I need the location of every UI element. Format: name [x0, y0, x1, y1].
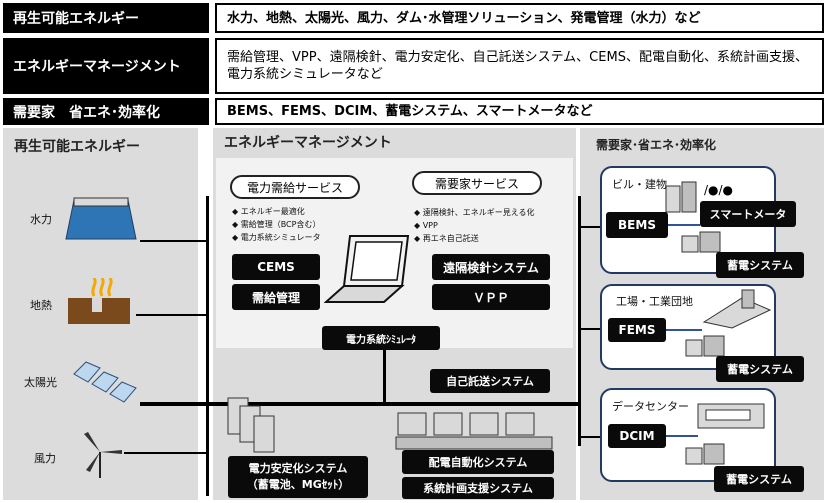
meter-icon: /●/●	[704, 183, 734, 197]
consumer-bullet-list: ◆ 遠隔検針、エネルギー見える化 ◆ VPP ◆ 再エネ自己託送	[414, 206, 534, 245]
factory-title: 工場・工業団地	[616, 295, 693, 308]
header-desc-consumer: BEMS、FEMS、DCIM、蓄電システム、スマートメータなど	[215, 98, 824, 125]
remote-meter-box: 遠隔検針システム	[432, 254, 550, 280]
label-solar: 太陽光	[24, 376, 57, 389]
consumer-bullet: ◆ 遠隔検針、エネルギー見える化	[414, 208, 535, 217]
stabilization-box: 電力安定化システム （蓄電池、MGｾｯﾄ）	[228, 456, 368, 498]
main-horizontal-bus	[140, 402, 582, 406]
laptop-icon	[324, 235, 410, 303]
planning-box: 系統計画支援システム	[402, 477, 554, 499]
datacenter-storage-box: 蓄電システム	[714, 466, 804, 492]
factory-icon	[702, 289, 772, 329]
energy-mgmt-panel-title: エネルギーマネージメント	[224, 135, 392, 151]
consumer-bullet: ◆ 再エネ自己託送	[414, 234, 479, 243]
connector-geothermal	[136, 314, 208, 316]
supply-bullet-list: ◆ エネルギー最適化 ◆ 需給管理（BCP含む） ◆ 電力系統シミュレータ	[232, 205, 321, 244]
fems-box: FEMS	[608, 318, 666, 342]
wind-turbine-icon	[84, 432, 122, 478]
solar-panel-icon	[73, 361, 137, 403]
renewable-panel-title: 再生可能エネルギー	[14, 139, 140, 155]
consumer-panel-title: 需要家･省エネ･効率化	[596, 138, 717, 152]
bems-box: BEMS	[606, 212, 668, 238]
server-rack-icon	[227, 397, 275, 453]
header-desc-renewable: 水力、地熱、太陽光、風力、ダム･水管理ソリューション、発電管理（水力）など	[215, 3, 824, 33]
simulator-box: 電力系統ｼﾐｭﾚｰﾀ	[322, 326, 440, 350]
datacenter-title: データセンター	[612, 400, 689, 413]
datacenter-battery-icon	[685, 443, 725, 465]
header-label-energy-mgmt: エネルギーマネージメント	[3, 38, 209, 94]
building-battery-icon	[681, 231, 721, 253]
label-wind: 風力	[34, 452, 56, 465]
dcim-link	[666, 435, 698, 437]
simulator-drop-line	[383, 350, 386, 404]
header-desc-energy-mgmt: 需給管理、VPP、遠隔検針、電力安定化、自己託送システム、CEMS、配電自動化、…	[215, 38, 824, 94]
factory-storage-box: 蓄電システム	[716, 356, 804, 382]
connector-hydro	[140, 240, 208, 242]
cems-box: CEMS	[232, 254, 320, 280]
supply-bullet: ◆ 電力系統シミュレータ	[232, 233, 321, 242]
renewable-vertical-bus	[206, 196, 209, 496]
bus-to-datacenter	[578, 436, 608, 438]
header-label-consumer: 需要家 省エネ･効率化	[3, 98, 209, 125]
self-wheeling-box: 自己託送システム	[430, 369, 550, 393]
bus-to-building	[578, 226, 608, 228]
switchgear-icon	[395, 412, 553, 450]
label-hydro: 水力	[30, 213, 52, 226]
geothermal-icon	[68, 278, 130, 324]
distribution-box: 配電自動化システム	[402, 450, 554, 474]
building-storage-box: 蓄電システム	[716, 252, 804, 278]
header-label-renewable: 再生可能エネルギー	[3, 3, 209, 33]
supply-bullet: ◆ 需給管理（BCP含む）	[232, 220, 321, 229]
smart-meter-box: スマートメータ	[700, 201, 796, 227]
supply-mgmt-box: 需給管理	[232, 284, 320, 310]
supply-bullet: ◆ エネルギー最適化	[232, 207, 305, 216]
connector-wind	[124, 452, 208, 454]
datacenter-icon	[697, 403, 765, 429]
fems-link	[666, 329, 702, 331]
consumer-bullet: ◆ VPP	[414, 221, 438, 230]
factory-battery-icon	[685, 335, 725, 357]
building-icon	[665, 181, 697, 213]
hydro-dam-icon	[65, 197, 137, 240]
vpp-box: ＶＰＰ	[432, 284, 550, 310]
building-title: ビル・建物	[612, 178, 667, 191]
consumer-service-pill: 需要家サービス	[412, 171, 542, 195]
consumer-vertical-bus	[578, 196, 581, 446]
dcim-box: DCIM	[608, 424, 666, 448]
supply-service-pill: 電力需給サービス	[230, 175, 360, 199]
bus-to-factory	[578, 328, 608, 330]
bems-link	[668, 224, 700, 226]
label-geothermal: 地熱	[30, 299, 52, 312]
